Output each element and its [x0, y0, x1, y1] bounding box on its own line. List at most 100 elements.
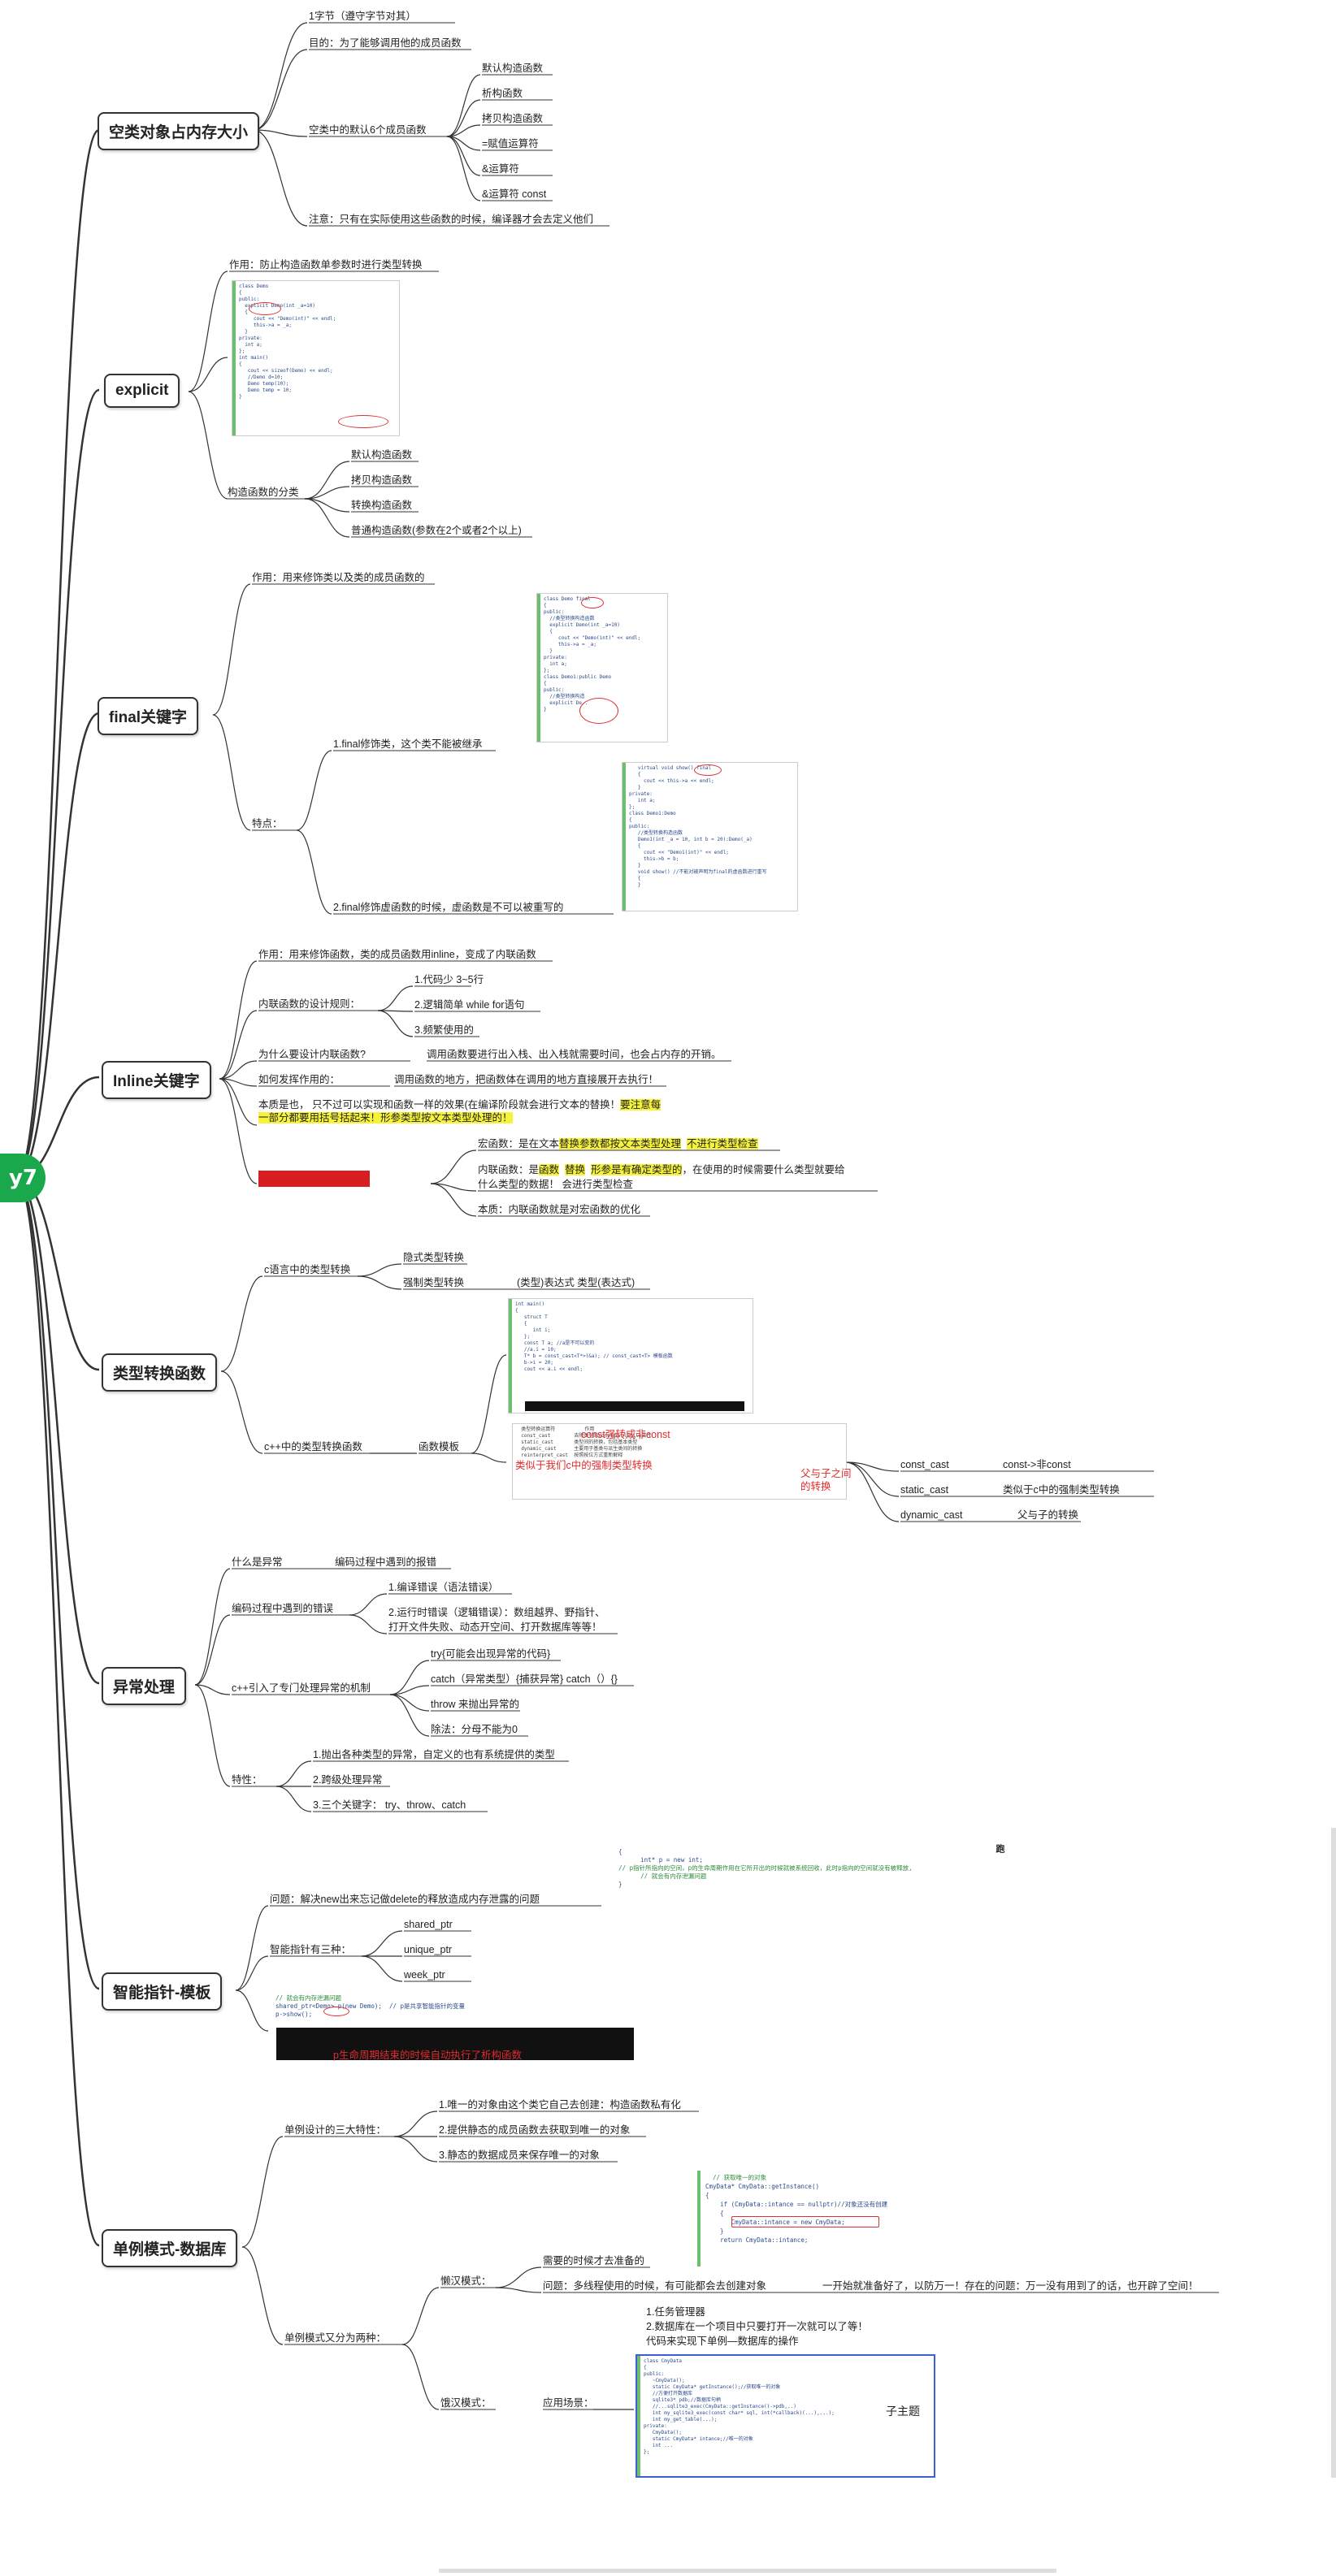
node-subtopic[interactable]: 子主题 [886, 2405, 920, 2418]
node[interactable]: 应用场景： [543, 2397, 594, 2409]
node[interactable]: 2.逻辑简单 while for语句 [414, 999, 525, 1011]
node[interactable]: 作用：用来修饰类以及类的成员函数的 [252, 572, 425, 583]
node[interactable]: static_cast [900, 1484, 949, 1496]
node[interactable]: 2.跨级处理异常 [313, 1774, 383, 1786]
node[interactable]: 编码过程中遇到的报错 [335, 1556, 437, 1568]
node[interactable]: 2.运行时错误（逻辑错误）：数组越界、野指针、 [388, 1607, 605, 1618]
connector [389, 1694, 430, 1737]
root-node[interactable]: y7 [0, 1154, 46, 1202]
code-screenshot-final-virtual: virtual void show() final { cout << this… [622, 762, 798, 911]
node[interactable]: 1.任务管理器 [646, 2306, 705, 2318]
node[interactable]: 拷贝构造函数 [351, 474, 413, 486]
node[interactable]: catch（异常类型）{捕获异常} catch（）{} [431, 1673, 618, 1685]
node[interactable]: 本质：内联函数就是对宏函数的优化 [478, 1204, 641, 1215]
node[interactable]: 隐式类型转换 [403, 1252, 465, 1263]
node[interactable]: 作用：用来修饰函数，类的成员函数用inline，变成了内联函数 [258, 949, 536, 960]
node[interactable]: 调用函数要进行出入栈、出入栈就需要时间，也会占内存的开销。 [427, 1049, 722, 1060]
node[interactable]: 除法：分母不能为0 [431, 1724, 518, 1735]
connector [219, 960, 258, 1080]
node[interactable]: 问题：解决new出来忘记做delete的释放造成内存泄露的问题 [270, 1894, 540, 1905]
node[interactable]: &运算符 [482, 163, 519, 175]
node[interactable]: 类似于c中的强制类型转换 [1003, 1484, 1120, 1496]
node[interactable]: 智能指针有三种： [270, 1944, 352, 1955]
node[interactable]: 2.提供静态的成员函数去获取到唯一的对象 [439, 2124, 631, 2136]
node[interactable]: dynamic_cast [900, 1509, 963, 1521]
node[interactable]: unique_ptr [404, 1944, 453, 1955]
node[interactable]: 一开始就准备好了，以防万一！存在的问题：万一没有用到了的话，也开辟了空间！ [822, 2280, 1199, 2292]
node[interactable]: 为什么要设计内联函数? [258, 1049, 366, 1060]
horizontal-scrollbar[interactable] [439, 2569, 1056, 2573]
node[interactable]: 默认构造函数 [351, 449, 413, 461]
code-line: if (CmyData::intance == nullptr)//对象还没有创… [720, 2201, 888, 2208]
branch-explicit[interactable]: explicit [104, 374, 180, 408]
node[interactable]: &运算符 const [482, 188, 547, 200]
code-screenshot-singleton-class[interactable]: class CmyData { public: ~CmyData(); stat… [635, 2354, 935, 2478]
connector [296, 829, 332, 915]
branch-type-cast[interactable]: 类型转换函数 [102, 1353, 218, 1392]
node[interactable]: 空类中的默认6个成员函数 [309, 124, 427, 136]
node[interactable]: c++中的类型转换函数 [264, 1441, 362, 1453]
node[interactable]: 作用：防止构造函数单参数时进行类型转换 [229, 259, 423, 271]
node[interactable]: throw 来抛出异常的 [431, 1699, 520, 1710]
node[interactable]: 1.final修饰类，这个类不能被继承 [333, 738, 483, 750]
node[interactable]: 3.静态的数据成员来保存唯一的对象 [439, 2150, 600, 2161]
node[interactable]: 什么类型的数据！ 会进行类型检查 [478, 1179, 633, 1190]
node[interactable]: 3.频繁使用的 [414, 1024, 474, 1036]
node[interactable]: 1.编译错误（语法错误） [388, 1582, 499, 1593]
node-macro-vs-inline[interactable]: 宏函数和内联函数区别 [258, 1171, 371, 1187]
node[interactable]: 特性： [232, 1774, 262, 1786]
node[interactable]: 饿汉模式： [440, 2397, 492, 2409]
node[interactable]: 内联函数：是函数 替换 形参是有确定类型的，在使用的时候需要什么类型就要给 [478, 1163, 844, 1176]
node[interactable]: 需要的时候才去准备的 [543, 2255, 645, 2266]
node[interactable]: 调用函数的地方，把函数体在调用的地方直接展开去执行！ [394, 1074, 659, 1085]
branch-final[interactable]: final关键字 [98, 697, 199, 735]
node[interactable]: shared_ptr [404, 1919, 453, 1930]
node[interactable]: try{可能会出现异常的代码} [431, 1648, 551, 1660]
node[interactable]: 普通构造函数(参数在2个或者2个以上) [351, 525, 522, 536]
node[interactable]: 1字节（遵守字节对其） [309, 11, 416, 22]
node[interactable]: 2.数据库在一个项目中只要打开一次就可以了等！ [646, 2321, 868, 2332]
node[interactable]: 函数模板 [419, 1441, 460, 1453]
node[interactable]: 默认构造函数 [482, 63, 544, 74]
vertical-scrollbar[interactable] [1331, 1828, 1336, 2478]
node[interactable]: const_cast [900, 1459, 949, 1470]
node[interactable]: 2.final修饰虚函数的时候，虚函数是不可以被重写的 [333, 902, 564, 913]
node[interactable]: 1.代码少 3~5行 [414, 974, 484, 985]
branch-empty-class-size[interactable]: 空类对象占内存大小 [98, 112, 260, 150]
node[interactable]: 拷贝构造函数 [482, 113, 544, 124]
branch-smart-pointer[interactable]: 智能指针-模板 [102, 1972, 223, 2011]
node-macro-essence[interactable]: 本质是也， 只不过可以实现和函数一样的效果(在编译阶段就会进行文本的替换！要注意… [258, 1098, 665, 1124]
node[interactable]: 单例设计的三大特性： [284, 2124, 387, 2136]
node[interactable]: 强制类型转换 [403, 1277, 465, 1288]
node[interactable]: 注意：只有在实际使用这些函数的时候，编译器才会去定义他们 [309, 214, 594, 225]
node[interactable]: 1.唯一的对象由这个类它自己去创建：构造函数私有化 [439, 2099, 681, 2111]
node[interactable]: 转换构造函数 [351, 500, 413, 511]
node[interactable]: const->非const [1003, 1459, 1071, 1470]
node[interactable]: 编码过程中遇到的错误 [232, 1603, 334, 1614]
node[interactable]: =赋值运算符 [482, 138, 539, 149]
branch-exception[interactable]: 异常处理 [102, 1667, 187, 1705]
node[interactable]: 懒汉模式： [440, 2275, 492, 2287]
node[interactable]: (类型)表达式 类型(表达式) [517, 1277, 635, 1288]
node[interactable]: week_ptr [404, 1969, 445, 1981]
node[interactable]: 目的：为了能够调用他的成员函数 [309, 37, 462, 49]
node[interactable]: 1.抛出各种类型的异常，自定义的也有系统提供的类型 [313, 1749, 555, 1760]
node[interactable]: 父与子的转换 [1017, 1509, 1079, 1521]
node[interactable]: c语言中的类型转换 [264, 1264, 351, 1275]
node[interactable]: 代码来实现下单例—数据库的操作 [646, 2336, 799, 2347]
node[interactable]: 析构函数 [482, 88, 523, 99]
node[interactable]: c++引入了专门处理异常的机制 [232, 1682, 371, 1694]
branch-singleton[interactable]: 单例模式-数据库 [102, 2229, 238, 2267]
node[interactable]: 特点： [252, 818, 283, 829]
node[interactable]: 单例模式又分为两种： [284, 2332, 387, 2344]
node[interactable]: 3.三个关键字： try、throw、catch [313, 1799, 466, 1811]
node[interactable]: 问题：多线程使用的时候，有可能都会去创建对象 [543, 2280, 767, 2292]
node[interactable]: 构造函数的分类 [228, 487, 299, 498]
node[interactable]: 宏函数：是在文本替换参数都按文本类型处理 不进行类型检查 [478, 1137, 758, 1150]
node[interactable]: 打开文件失败、动态开空间、打开数据库等等！ [388, 1621, 602, 1633]
node[interactable]: 什么是异常 [232, 1556, 283, 1568]
annotation: p生命周期结束的时候自动执行了析构函数 [333, 2050, 522, 2061]
node[interactable]: 如何发挥作用的： [258, 1074, 341, 1085]
node[interactable]: 内联函数的设计规则： [258, 998, 361, 1010]
branch-inline[interactable]: Inline关键字 [102, 1061, 211, 1099]
